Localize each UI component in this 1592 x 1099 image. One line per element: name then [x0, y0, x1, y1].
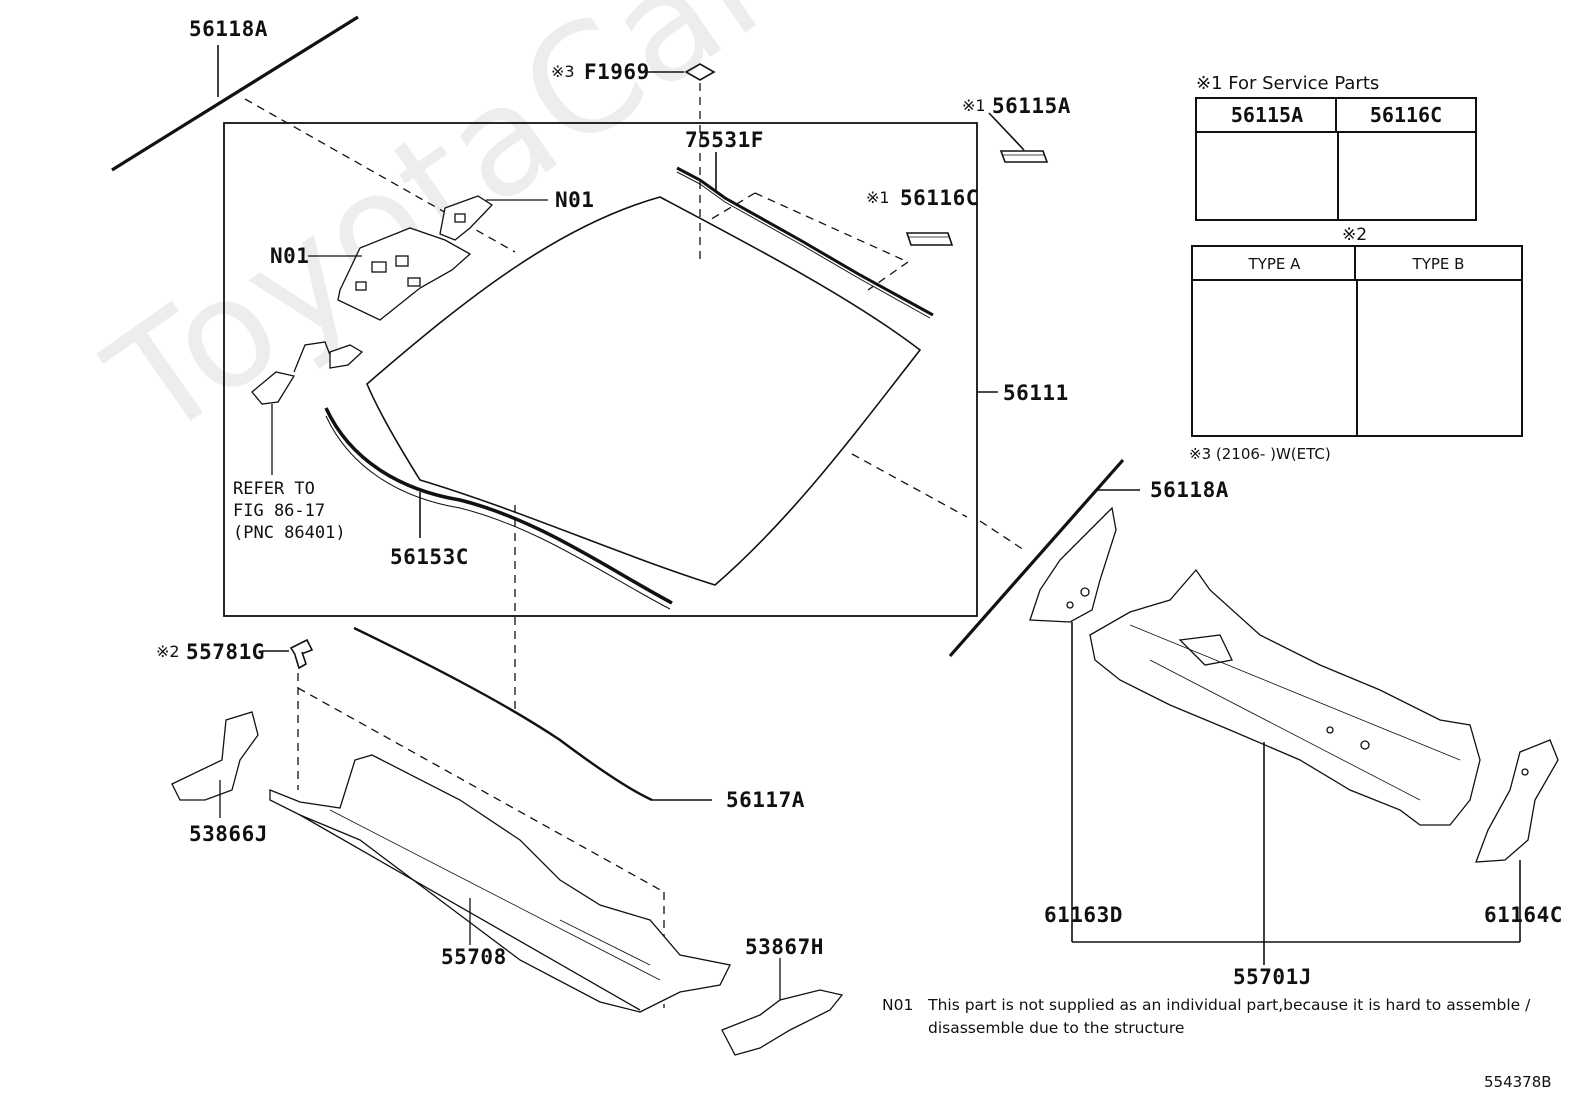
type-b-header: TYPE B	[1412, 255, 1465, 273]
service-col-56115A: 56115A	[1230, 103, 1304, 127]
label-56118A-right: 56118A	[1150, 478, 1229, 502]
clip-type-table: TYPE A TYPE B	[1191, 245, 1523, 437]
diagram-code: 554378B	[1484, 1073, 1552, 1091]
label-56153C: 56153C	[390, 545, 469, 569]
note-code: N01	[882, 996, 914, 1014]
type-table-footnote: ※3 (2106- )W(ETC)	[1189, 445, 1331, 463]
label-f1969-mark: ※3	[551, 62, 575, 81]
bracket-N01-lower	[308, 227, 472, 321]
service-col-56116C: 56116C	[1369, 103, 1443, 127]
label-53867H: 53867H	[745, 935, 824, 959]
label-75531F: 75531F	[685, 128, 764, 152]
bracket-61164C	[1475, 739, 1559, 863]
label-N01-left: N01	[270, 244, 310, 268]
windshield-group-frame	[223, 122, 978, 617]
note-line1: This part is not supplied as an individu…	[928, 996, 1531, 1014]
dam-56153C	[324, 407, 673, 610]
cowl-55708	[269, 754, 731, 1013]
note-line2: disassemble due to the structure	[928, 1019, 1185, 1037]
service-table-title: ※1 For Service Parts	[1196, 73, 1380, 94]
clip-F1969	[646, 63, 716, 81]
bracket-53866J	[171, 711, 259, 818]
bracket-61163D	[1029, 506, 1117, 623]
service-parts-table: 56115A 56116C	[1195, 97, 1477, 221]
label-F1969: F1969	[584, 60, 650, 84]
seal-56117A	[353, 626, 712, 802]
n01-note: N01 This part is not supplied as an indi…	[882, 994, 1530, 1040]
pad-56116C	[905, 232, 954, 246]
label-61164C: 61164C	[1484, 903, 1563, 927]
bracket-N01-upper	[439, 195, 548, 241]
label-56118A-top: 56118A	[189, 17, 268, 41]
label-56115A: 56115A	[992, 94, 1071, 118]
label-56111: 56111	[1003, 381, 1069, 405]
group-leader-lines	[1071, 622, 1521, 965]
label-55708: 55708	[441, 945, 507, 969]
panel-55701J	[1089, 568, 1481, 826]
label-53866J: 53866J	[189, 822, 268, 846]
clip-55781G	[262, 638, 314, 670]
label-N01-upper: N01	[555, 188, 595, 212]
pad-56115A	[988, 112, 1049, 163]
label-56116C: 56116C	[900, 186, 979, 210]
molding-56118A-right	[948, 458, 1140, 660]
label-56115A-mark: ※1	[962, 96, 986, 115]
molding-75531F	[676, 152, 934, 319]
label-55781G-mark: ※2	[156, 642, 180, 661]
type-table-title: ※2	[1342, 225, 1368, 245]
windshield-glass	[366, 196, 922, 586]
dashed-leaders	[244, 83, 1025, 1008]
bracket-53867H	[721, 958, 844, 1056]
label-56117A: 56117A	[726, 788, 805, 812]
refer-note: REFER TO FIG 86-17 (PNC 86401)	[233, 479, 346, 543]
label-56116C-mark: ※1	[866, 188, 890, 207]
label-61163D: 61163D	[1044, 903, 1123, 927]
molding-56118A-top	[111, 15, 361, 174]
label-55781G: 55781G	[186, 640, 265, 664]
sensor-cover	[251, 341, 364, 475]
type-a-header: TYPE A	[1248, 255, 1301, 273]
label-55701J: 55701J	[1233, 965, 1312, 989]
